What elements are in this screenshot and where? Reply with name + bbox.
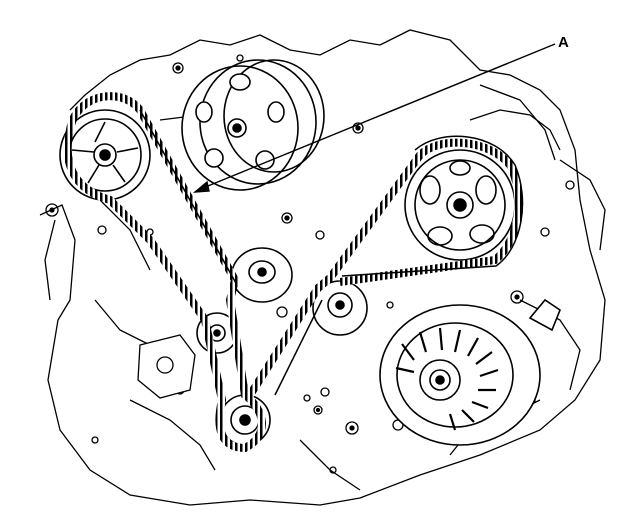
callout-label-a: A	[558, 34, 569, 51]
timing-belt	[63, 92, 524, 453]
tensioner-pulley	[312, 280, 368, 336]
bolt-details	[45, 54, 575, 474]
alternator	[379, 298, 561, 446]
power-steering-pulley	[181, 59, 325, 191]
callout-leader	[192, 43, 556, 193]
water-pump-bracket	[137, 334, 196, 399]
right-cam-pulley	[404, 149, 516, 261]
idler-pulley-center	[231, 247, 293, 303]
left-cam-pulley	[59, 109, 151, 201]
